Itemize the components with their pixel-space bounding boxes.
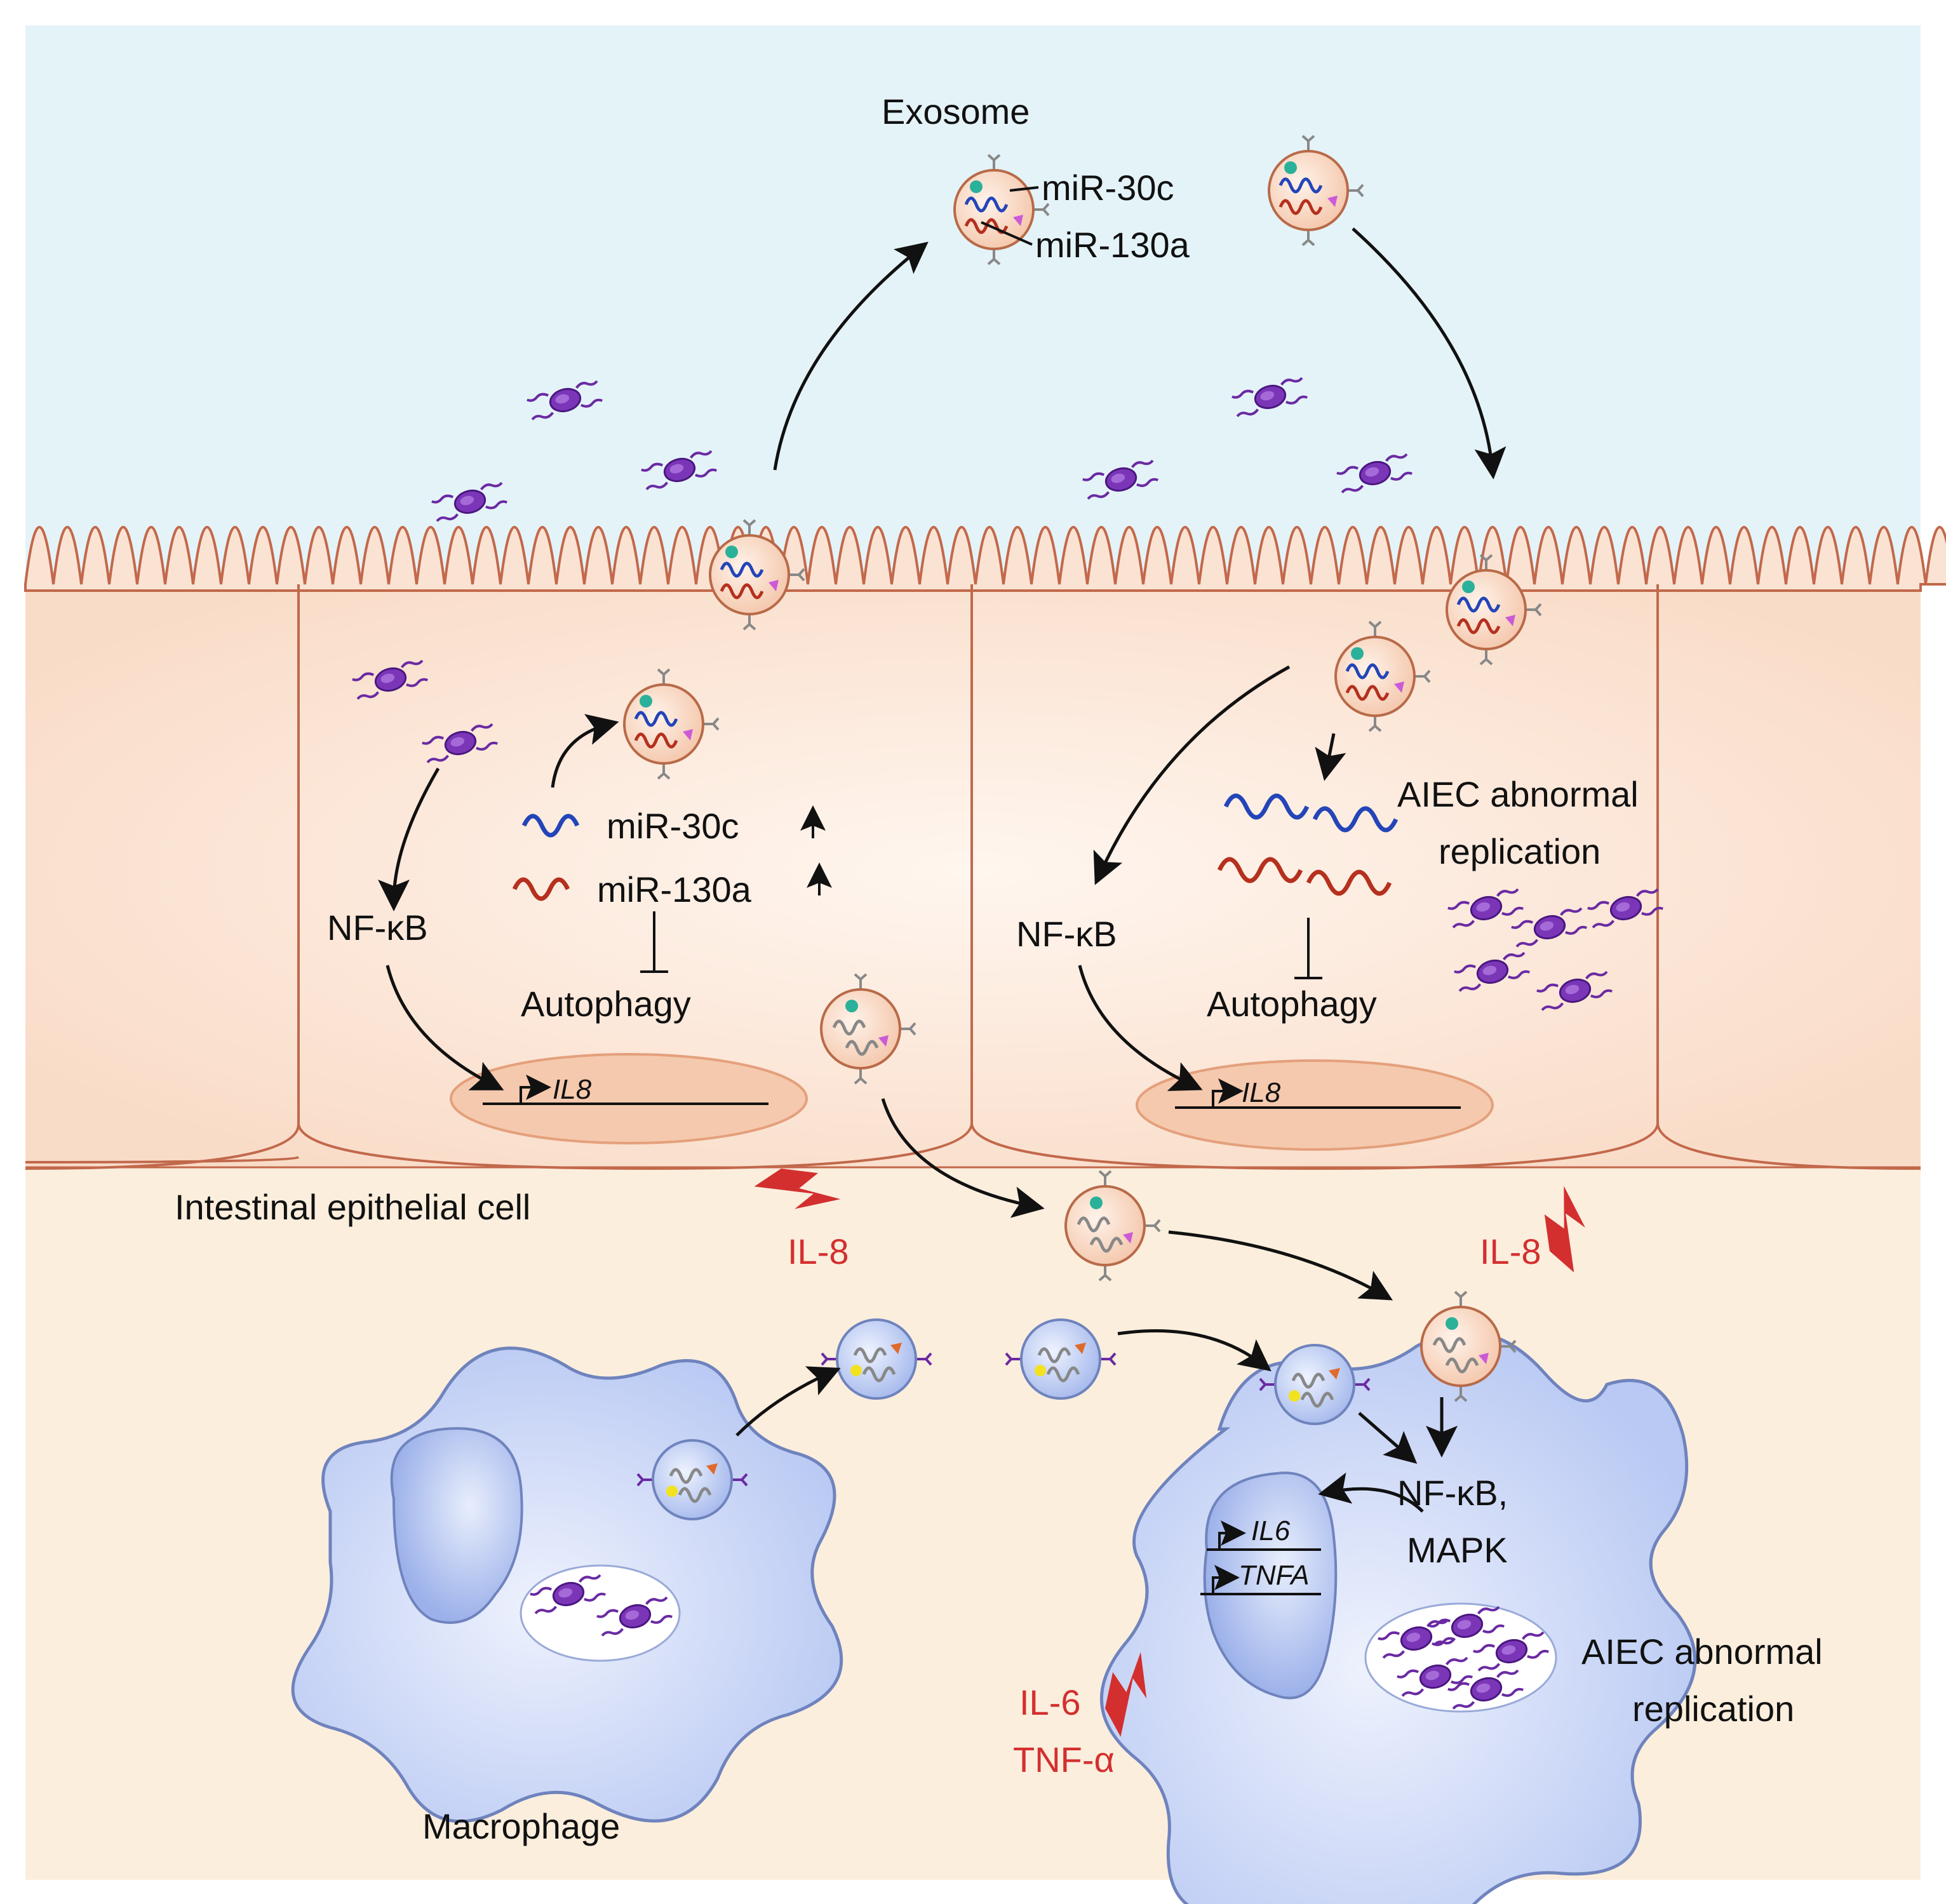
label-tnfa: TNF-α xyxy=(1013,1740,1115,1780)
label-il6-gene: IL6 xyxy=(1251,1515,1291,1546)
label-nfkb-mapk-2: MAPK xyxy=(1407,1530,1508,1570)
label-aiec-line1: AIEC abnormal xyxy=(1397,774,1639,814)
label-mir130a-top: miR-130a xyxy=(1035,225,1190,265)
label-iec: Intestinal epithelial cell xyxy=(175,1187,530,1227)
label-mir30c-top: miR-30c xyxy=(1042,168,1174,208)
label-il8-gene-left: IL8 xyxy=(553,1074,592,1105)
label-mir130a-up: miR-130a xyxy=(597,869,752,909)
nucleus-left xyxy=(450,1053,808,1144)
inhibition-bars xyxy=(640,186,1322,979)
label-mir30c-up: miR-30c xyxy=(607,806,739,846)
macrophage-nucleus xyxy=(390,1427,523,1624)
label-il8-gene-right: IL8 xyxy=(1242,1077,1281,1108)
label-autophagy-left: Autophagy xyxy=(521,984,691,1024)
nucleus-right xyxy=(1136,1059,1494,1151)
label-il8-right: IL-8 xyxy=(1480,1231,1541,1271)
label-macrophage: Macrophage xyxy=(422,1806,620,1846)
epithelial-layer xyxy=(24,526,1946,1170)
up-arrows xyxy=(800,805,832,895)
mirna-squiggles xyxy=(512,793,1399,901)
label-aiec-line2: replication xyxy=(1439,831,1600,871)
label-il8-left: IL-8 xyxy=(788,1231,849,1271)
label-nfkb-left: NF-κB xyxy=(327,908,428,948)
label-nfkb-mapk-1: NF-κB, xyxy=(1397,1473,1508,1513)
label-autophagy-right: Autophagy xyxy=(1207,984,1377,1024)
label-il6: IL-6 xyxy=(1019,1682,1081,1722)
macrophage-phagosome xyxy=(520,1564,681,1662)
label-nfkb-right: NF-κB xyxy=(1016,914,1117,954)
label-tnfa-gene: TNFA xyxy=(1238,1560,1310,1591)
label-exosome: Exosome xyxy=(882,91,1030,131)
label-aiec2-line2: replication xyxy=(1632,1689,1794,1729)
label-aiec2-line1: AIEC abnormal xyxy=(1581,1632,1823,1672)
arrows xyxy=(378,227,1506,1513)
